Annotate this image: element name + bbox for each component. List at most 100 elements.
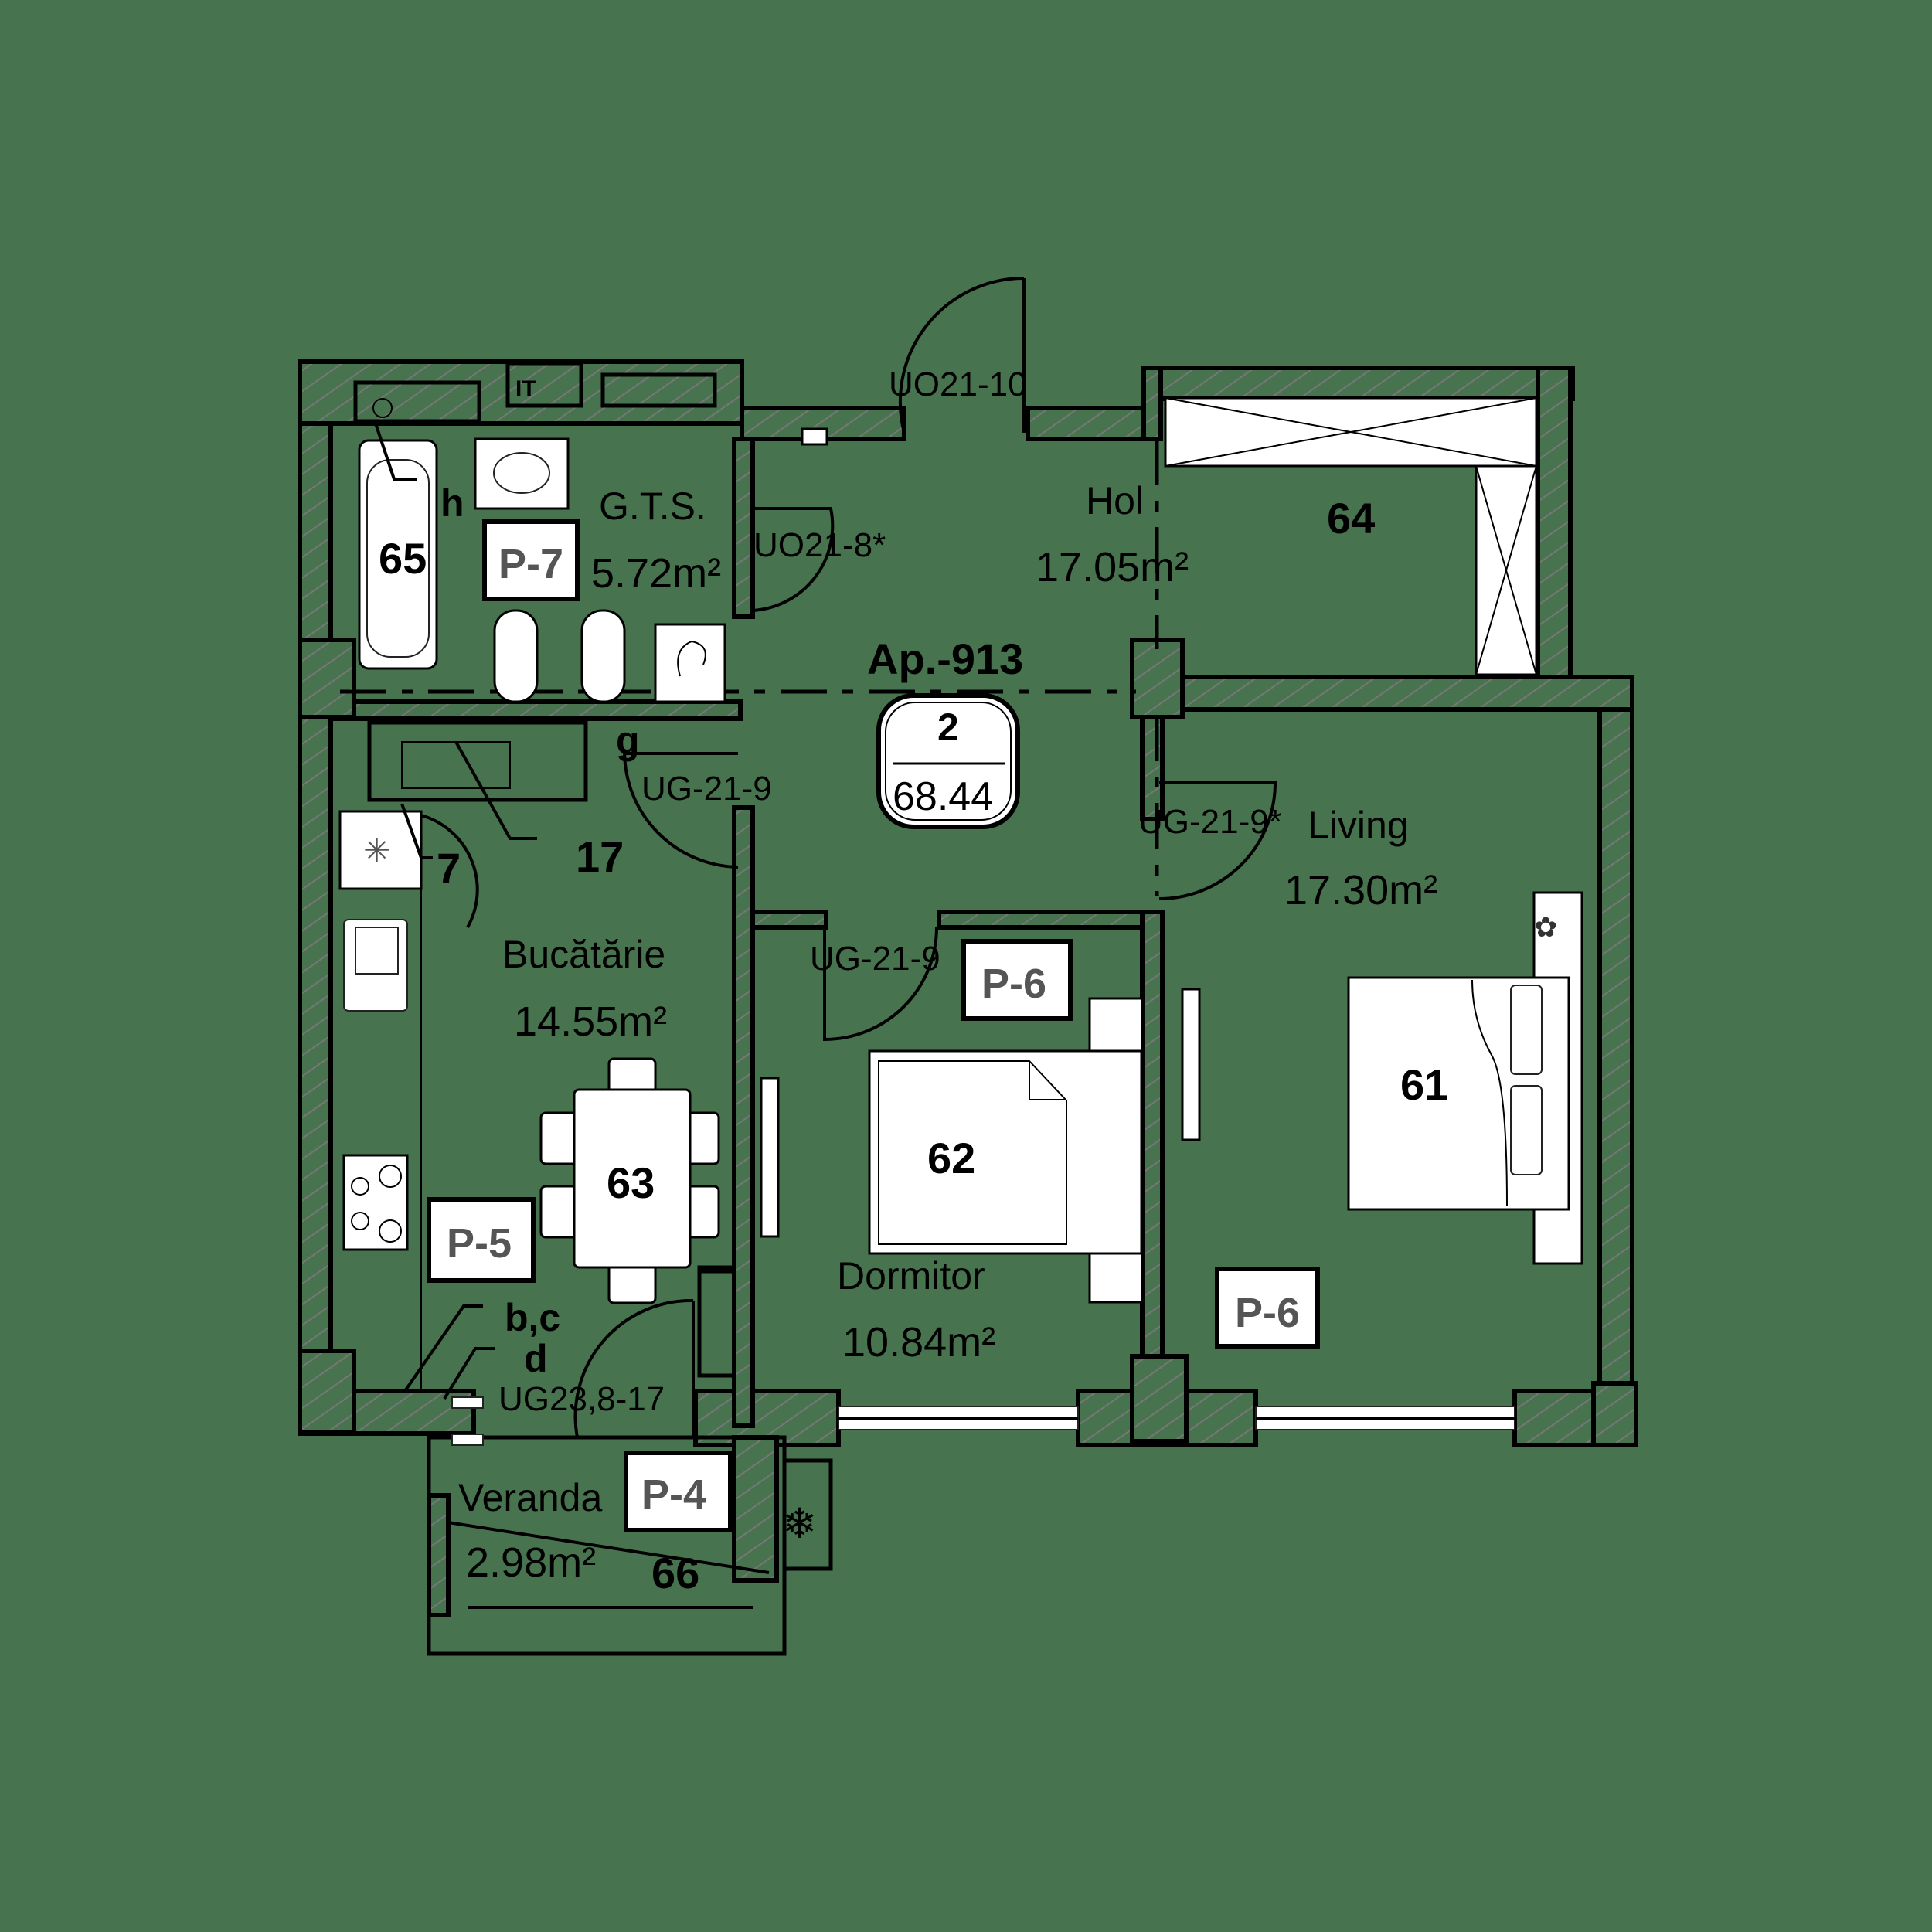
- tag-kitchen: P-5: [447, 1220, 512, 1267]
- veranda-wall-left: [427, 1493, 451, 1617]
- veranda: ❄: [427, 1396, 833, 1656]
- label-bed-62: 62: [927, 1134, 975, 1182]
- label-boiler-7: 7: [437, 844, 461, 893]
- kitchen-fixtures: ✳: [338, 720, 736, 1400]
- shaft-it: [505, 361, 583, 408]
- tag-box-living: [1215, 1267, 1320, 1349]
- wall-kitchen-bedroom: [732, 805, 755, 1428]
- wall-right-storage: [1536, 366, 1573, 679]
- label-storage-64: 64: [1327, 494, 1375, 543]
- bidet-icon: [580, 609, 626, 703]
- tag-gts: P-7: [498, 541, 563, 587]
- dining-table-icon: [573, 1088, 692, 1269]
- room-name-gts: G.T.S.: [599, 485, 706, 528]
- interior-walls: [298, 437, 1638, 1447]
- room-name-veranda: Veranda: [458, 1476, 602, 1519]
- room-name-dormitor: Dormitor: [837, 1254, 985, 1298]
- door-code-veranda: UG23,8-17: [498, 1380, 665, 1418]
- windows: [838, 1406, 1515, 1430]
- label-letter-bc: b,c: [505, 1296, 560, 1339]
- wall-top-storage: [1141, 366, 1575, 401]
- door-swing-veranda: [573, 1298, 694, 1438]
- wall-gts-hall: [732, 437, 755, 619]
- washing-machine-icon: [654, 623, 726, 703]
- stove-icon: [342, 1154, 409, 1251]
- veranda-wall-right: [732, 1435, 779, 1583]
- tag-box-veranda: [624, 1451, 733, 1532]
- switch-icon: [801, 427, 828, 446]
- column-left-bottom: [298, 1349, 356, 1434]
- bedroom-furniture: [697, 997, 1144, 1378]
- hood-niche: [367, 720, 588, 802]
- storage-closet: [1164, 396, 1538, 676]
- door-swing-kitchen: [622, 749, 739, 869]
- toilet-icon: [493, 609, 539, 703]
- label-table-63: 63: [607, 1158, 655, 1207]
- column-right-bottom: [1591, 1381, 1638, 1447]
- living-furniture: ✿: [1181, 891, 1583, 1265]
- column-left-top: [298, 638, 356, 719]
- tv-bedroom-icon: [760, 1077, 780, 1238]
- wall-storage-left: [1141, 366, 1163, 441]
- door-code-bedroom: UG-21-9: [810, 940, 940, 978]
- wall-hall-bedroom-b: [937, 910, 1146, 930]
- tag-veranda: P-4: [641, 1471, 706, 1518]
- label-letter-g: g: [616, 719, 640, 762]
- tag-bedroom: P-6: [981, 961, 1046, 1007]
- bathroom-fixtures: [353, 361, 828, 703]
- tag-box-kitchen: [427, 1197, 536, 1283]
- nightstand-icon: [1088, 1250, 1144, 1304]
- tag-living: P-6: [1235, 1290, 1300, 1336]
- svg-text:✳: ✳: [363, 832, 390, 869]
- plant-icon: ✿: [1534, 912, 1557, 944]
- wall-top-bath: [298, 359, 744, 426]
- wall-left: [298, 361, 333, 1436]
- apartment-rooms-count: 2: [937, 706, 959, 749]
- wall-living-top: [1180, 675, 1634, 712]
- column-center: [1130, 638, 1185, 719]
- door-swing-bedroom: [823, 927, 938, 1042]
- shaft-left: [353, 380, 481, 423]
- room-area-gts: 5.72m²: [591, 550, 721, 597]
- label-bed-61: 61: [1400, 1060, 1448, 1109]
- label-veranda-66: 66: [651, 1549, 699, 1597]
- label-bathtub-65: 65: [379, 534, 427, 583]
- label-letter-h: h: [440, 481, 464, 525]
- radiator-kitchen: [697, 1265, 736, 1378]
- room-area-hol: 17.05m²: [1036, 544, 1189, 590]
- labels: G.T.S. 5.72m² Hol 17.05m² Bucătărie 14.5…: [379, 366, 1448, 1597]
- tag-box-bedroom: [961, 939, 1073, 1021]
- apartment-total-area: 68.44: [893, 774, 993, 819]
- wall-top-hall-right: [1026, 406, 1146, 441]
- door-swing-gts: [752, 507, 835, 612]
- shaft-right: [600, 372, 717, 408]
- tv-living-icon: [1181, 988, 1201, 1141]
- door-swing-entrance: [898, 277, 1025, 434]
- label-hood-17: 17: [576, 832, 624, 881]
- finish-tags: P-7 P-5 P-6 P-6 P-4: [427, 519, 1320, 1532]
- doors: [420, 277, 1277, 1438]
- wall-right-living: [1597, 678, 1634, 1420]
- room-name-bucatarie: Bucătărie: [502, 933, 665, 976]
- wall-bedroom-living: [1140, 910, 1165, 1370]
- room-name-living: Living: [1308, 804, 1409, 847]
- label-letter-d: d: [524, 1337, 548, 1380]
- room-area-living: 17.30m²: [1284, 867, 1437, 913]
- door-code-entrance: UO21-10: [889, 366, 1027, 403]
- apartment-title: Ap.-913: [867, 634, 1023, 683]
- ac-snowflake-icon: ❄: [782, 1499, 817, 1548]
- door-swing-living: [1158, 781, 1277, 900]
- door-code-kitchen: UG-21-9: [641, 770, 772, 808]
- radiator-bedroom: [697, 1269, 736, 1378]
- door-code-living: UG-21-9*: [1138, 803, 1282, 841]
- apartment-badge-box: [876, 693, 1020, 829]
- apartment-badge: Ap.-913 2 68.44: [867, 634, 1023, 829]
- column-center-bottom: [1130, 1354, 1189, 1444]
- door-code-gts: UO21-8*: [753, 526, 886, 564]
- room-name-hol: Hol: [1086, 479, 1144, 522]
- ac-unit-icon: [782, 1458, 833, 1571]
- room-area-veranda: 2.98m²: [466, 1539, 596, 1586]
- wall-hall-bedroom-a: [750, 910, 828, 930]
- bed-bedroom-icon: [868, 1049, 1143, 1255]
